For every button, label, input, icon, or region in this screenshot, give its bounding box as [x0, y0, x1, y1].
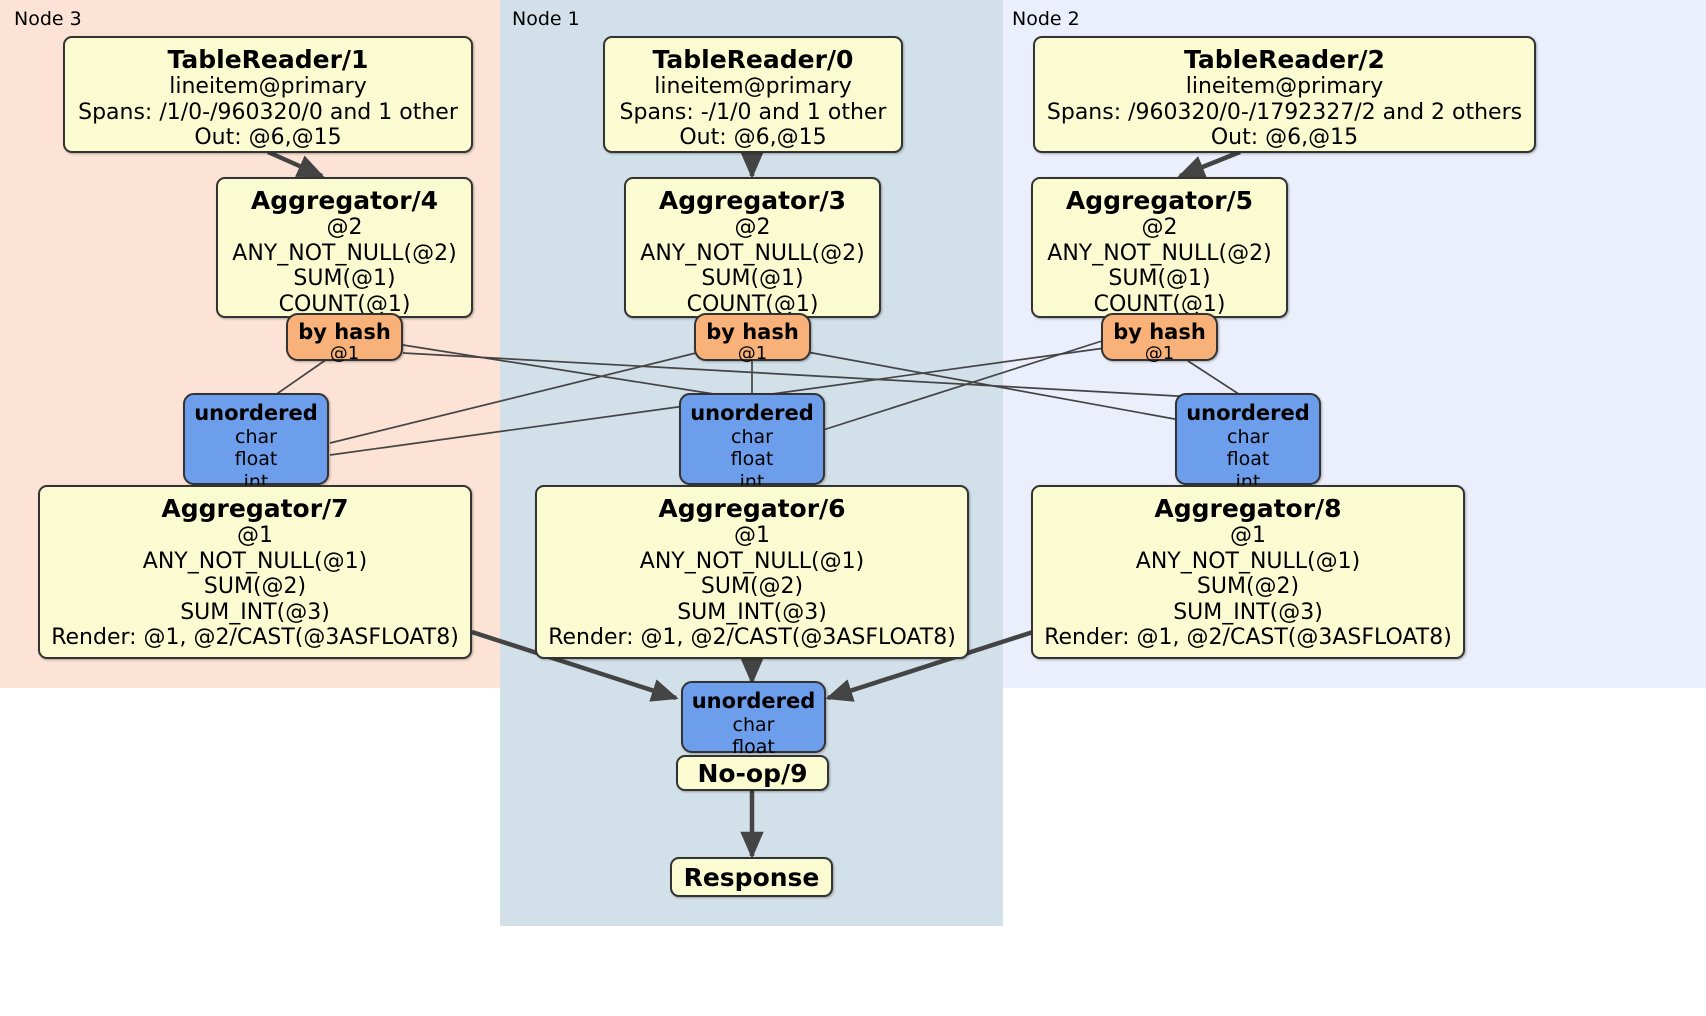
router-line: @1 [1144, 343, 1175, 365]
processor-aggregator-6[interactable]: Aggregator/6 @1 ANY_NOT_NULL(@1) SUM(@2)… [535, 485, 969, 659]
processor-line: lineitem@primary [169, 74, 367, 99]
receiver-unordered-right[interactable]: unordered char float int [1175, 393, 1321, 493]
processor-line: Spans: /1/0-/960320/0 and 1 other [78, 99, 458, 125]
receiver-title: unordered [691, 689, 816, 713]
processor-tablereader-1[interactable]: TableReader/1 lineitem@primary Spans: /1… [63, 36, 473, 153]
processor-line: @1 [734, 523, 770, 548]
receiver-line: float [234, 448, 278, 471]
processor-line: Out: @6,@15 [679, 125, 827, 151]
receiver-line: char [1227, 425, 1269, 448]
receiver-line: float [1226, 448, 1270, 471]
processor-line: Render: @1, @2/CAST(@3ASFLOAT8) [548, 625, 956, 651]
processor-line: lineitem@primary [654, 74, 852, 99]
processor-line: SUM(@1) [293, 266, 396, 292]
processor-line: Spans: /960320/0-/1792327/2 and 2 others [1046, 99, 1523, 125]
processor-line: @2 [1141, 215, 1178, 240]
processor-line: Spans: -/1/0 and 1 other [619, 99, 887, 125]
processor-line: @1 [1230, 523, 1266, 548]
processor-title: Aggregator/6 [658, 494, 846, 523]
router-title: by hash [706, 320, 799, 344]
processor-line: SUM(@1) [1108, 266, 1211, 292]
processor-line: Render: @1, @2/CAST(@3ASFLOAT8) [51, 625, 459, 651]
processor-line: SUM_INT(@3) [677, 599, 827, 625]
processor-line: COUNT(@1) [278, 291, 411, 317]
processor-aggregator-4[interactable]: Aggregator/4 @2 ANY_NOT_NULL(@2) SUM(@1)… [216, 177, 473, 318]
processor-tablereader-2[interactable]: TableReader/2 lineitem@primary Spans: /9… [1033, 36, 1536, 153]
processor-line: Out: @6,@15 [194, 125, 342, 151]
processor-line: SUM_INT(@3) [1173, 599, 1323, 625]
processor-line: SUM(@1) [701, 266, 804, 292]
processor-line: ANY_NOT_NULL(@1) [1135, 548, 1361, 574]
receiver-line: char [732, 713, 775, 736]
receiver-title: unordered [194, 401, 318, 425]
processor-title: Aggregator/4 [250, 186, 439, 215]
processor-line: COUNT(@1) [1093, 291, 1226, 317]
router-by-hash-left[interactable]: by hash @1 [286, 313, 403, 364]
processor-line: Render: @1, @2/CAST(@3ASFLOAT8) [1044, 625, 1452, 651]
router-by-hash-right[interactable]: by hash @1 [1101, 313, 1218, 364]
receiver-title: unordered [1186, 401, 1310, 425]
receiver-line: float [732, 736, 775, 759]
processor-line: @2 [734, 215, 771, 240]
router-title: by hash [1113, 320, 1206, 344]
processor-line: SUM(@2) [700, 574, 804, 600]
processor-title: TableReader/0 [652, 45, 854, 74]
terminal-title: No-op/9 [697, 758, 808, 788]
processor-title: Aggregator/8 [1154, 494, 1342, 523]
processor-title: TableReader/2 [1184, 45, 1385, 74]
processor-noop-9[interactable]: No-op/9 [676, 755, 829, 791]
processor-line: @2 [326, 215, 363, 240]
processor-line: ANY_NOT_NULL(@2) [1047, 240, 1272, 266]
router-line: @1 [737, 343, 768, 365]
processor-aggregator-7[interactable]: Aggregator/7 @1 ANY_NOT_NULL(@1) SUM(@2)… [38, 485, 472, 659]
terminal-title: Response [683, 862, 820, 892]
receiver-unordered-middle[interactable]: unordered char float int [679, 393, 825, 493]
processor-line: @1 [237, 523, 273, 548]
processor-line: ANY_NOT_NULL(@1) [142, 548, 368, 574]
processor-line: COUNT(@1) [686, 291, 819, 317]
processor-line: ANY_NOT_NULL(@1) [639, 548, 865, 574]
processor-line: lineitem@primary [1185, 74, 1384, 99]
router-by-hash-middle[interactable]: by hash @1 [694, 313, 811, 364]
processor-line: ANY_NOT_NULL(@2) [640, 240, 865, 266]
processor-title: Aggregator/7 [161, 494, 349, 523]
node-label-node3: Node 3 [14, 8, 82, 30]
processor-line: ANY_NOT_NULL(@2) [232, 240, 457, 266]
response-node[interactable]: Response [670, 857, 833, 897]
receiver-title: unordered [690, 401, 814, 425]
receiver-unordered-final[interactable]: unordered char float [681, 681, 826, 758]
router-line: @1 [329, 343, 360, 365]
processor-line: Out: @6,@15 [1210, 125, 1359, 151]
receiver-line: char [731, 425, 773, 448]
processor-title: TableReader/1 [167, 45, 369, 74]
processor-aggregator-5[interactable]: Aggregator/5 @2 ANY_NOT_NULL(@2) SUM(@1)… [1031, 177, 1288, 318]
receiver-unordered-left[interactable]: unordered char float int [183, 393, 329, 493]
node-label-node2: Node 2 [1012, 8, 1080, 30]
node-label-node1: Node 1 [512, 8, 580, 30]
processor-aggregator-8[interactable]: Aggregator/8 @1 ANY_NOT_NULL(@1) SUM(@2)… [1031, 485, 1465, 659]
processor-line: SUM(@2) [203, 574, 307, 600]
receiver-line: char [235, 425, 277, 448]
processor-title: Aggregator/5 [1065, 186, 1254, 215]
receiver-line: float [730, 448, 774, 471]
processor-aggregator-3[interactable]: Aggregator/3 @2 ANY_NOT_NULL(@2) SUM(@1)… [624, 177, 881, 318]
processor-tablereader-0[interactable]: TableReader/0 lineitem@primary Spans: -/… [603, 36, 903, 153]
processor-line: SUM(@2) [1196, 574, 1300, 600]
processor-line: SUM_INT(@3) [180, 599, 330, 625]
router-title: by hash [298, 320, 391, 344]
processor-title: Aggregator/3 [658, 186, 847, 215]
